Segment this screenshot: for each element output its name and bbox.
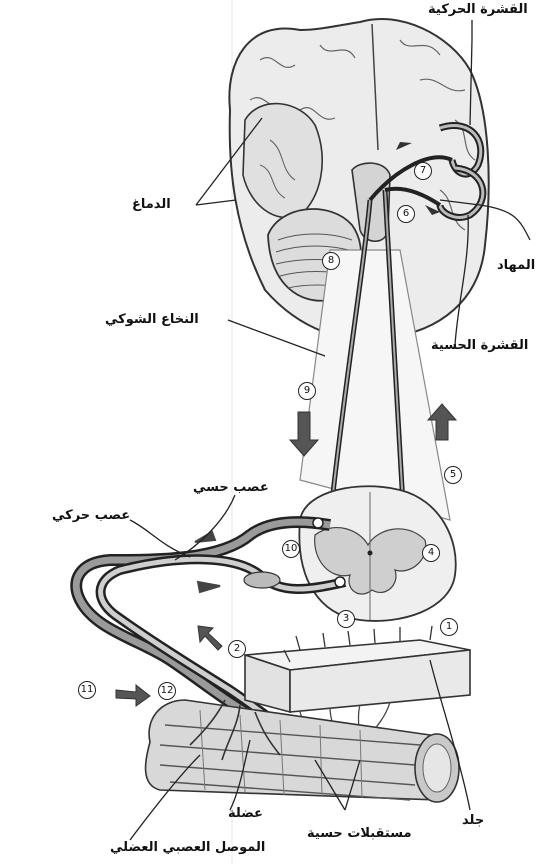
step-8: 8: [322, 252, 340, 270]
step-9: 9: [298, 382, 316, 400]
label-sensory-cortex: القشرة الحسية: [431, 338, 528, 353]
label-neuromuscular-junction: الموصل العصبي العضلي: [110, 840, 265, 855]
step-6: 6: [397, 205, 415, 223]
step-7: 7: [414, 162, 432, 180]
label-motor-nerve: عصب حركي: [52, 508, 130, 523]
step-1: 1: [440, 618, 458, 636]
label-skin: جلد: [462, 813, 484, 828]
muscle-drawing: [146, 700, 459, 802]
label-sensory-receptors: مستقبلات حسية: [307, 826, 412, 841]
label-thalamus: المهاد: [497, 258, 535, 273]
step-4: 4: [422, 544, 440, 562]
step-10: 10: [282, 540, 300, 558]
label-motor-cortex: القشرة الحركية: [428, 2, 528, 17]
step-11: 11: [78, 681, 96, 699]
label-brain: الدماغ: [132, 197, 171, 212]
step-2: 2: [228, 640, 246, 658]
step-3: 3: [337, 610, 355, 628]
label-sensory-nerve: عصب حسي: [193, 480, 269, 495]
step-5: 5: [444, 466, 462, 484]
label-muscle: عضلة: [228, 806, 263, 821]
label-spinal-cord: النخاع الشوكي: [105, 312, 199, 327]
step-12: 12: [158, 682, 176, 700]
